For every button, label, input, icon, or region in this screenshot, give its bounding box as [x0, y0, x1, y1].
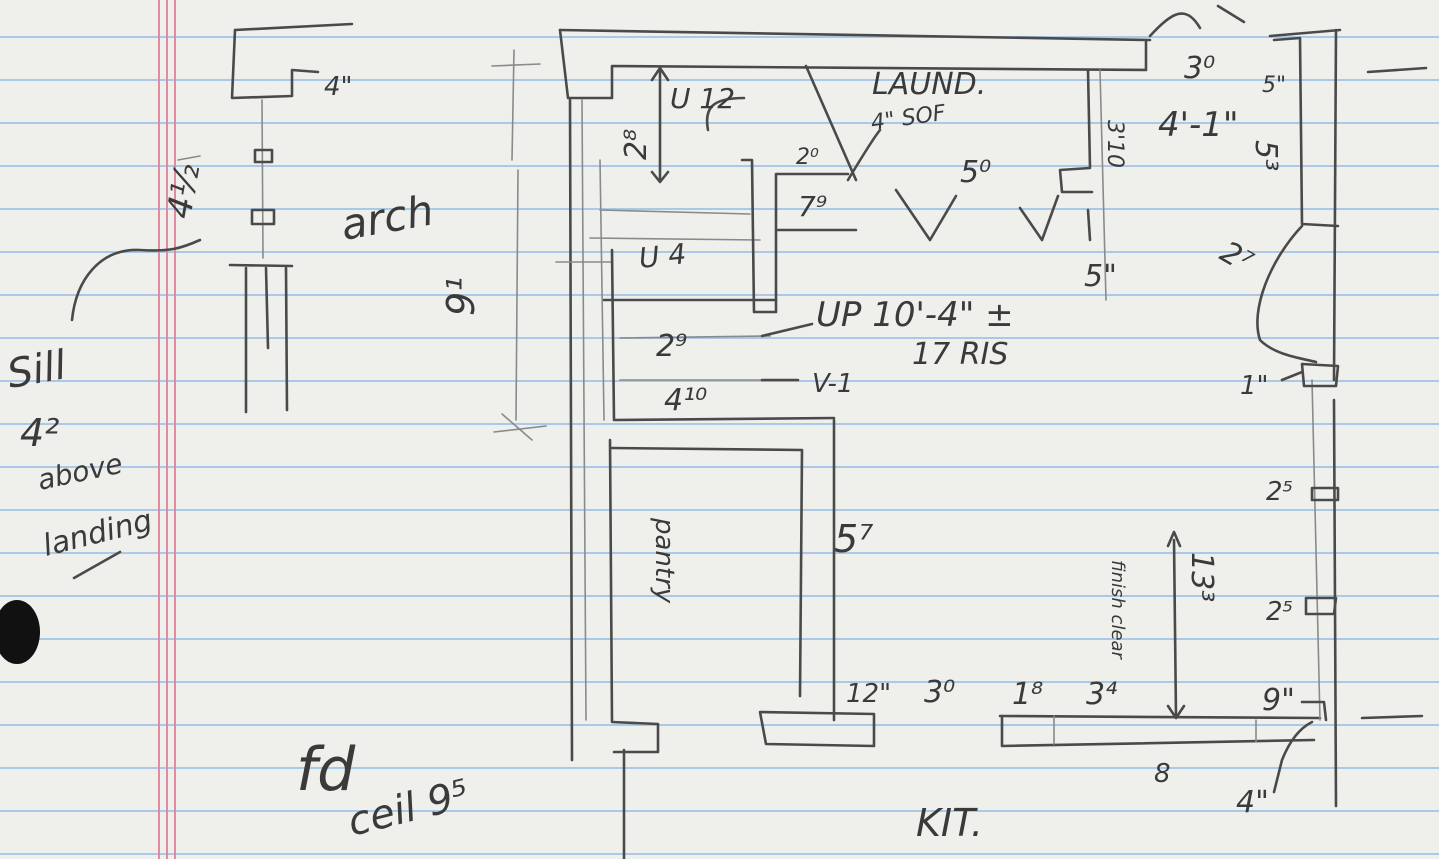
label-laund: LAUND. — [872, 67, 986, 102]
label-dim-1-8: 1⁸ — [1012, 677, 1043, 712]
label-v-1: V-1 — [812, 369, 853, 399]
label-finish-clear: finish clear — [1107, 560, 1128, 661]
label-dim-3-0-top: 3⁰ — [1184, 51, 1215, 86]
label-up-12: U 12 — [670, 82, 735, 115]
label-dim-9-1: 9¹ — [439, 277, 483, 316]
label-dim-2-7: 2⁷ — [1214, 235, 1258, 281]
label-dim-4-half: 4½ — [159, 161, 208, 222]
label-dim-2-8: 2⁸ — [619, 129, 654, 160]
label-dim-4-10: 4¹⁰ — [664, 383, 707, 418]
label-arch: arch — [337, 185, 437, 249]
label-dim-2-5-lower: 2⁵ — [1266, 597, 1293, 627]
label-fd: fd — [296, 735, 356, 805]
label-dim-3-4: 3⁴ — [1086, 677, 1117, 712]
label-dim-7-9: 7⁹ — [798, 190, 827, 223]
label-dim-2-9: 2⁹ — [656, 329, 687, 364]
label-risers-17: 17 RIS — [912, 337, 1008, 372]
label-dim-1in: 1" — [1240, 371, 1269, 401]
label-dim-5-0: 5⁰ — [960, 155, 991, 190]
label-dim-3-10: 3'10 — [1102, 120, 1127, 168]
label-dim-2-5-upper: 2⁵ — [1266, 477, 1293, 507]
label-dim-4in-top: 4" — [324, 72, 353, 102]
label-up-4: U 4 — [637, 237, 687, 275]
right-wall — [1148, 4, 1428, 808]
label-dim-9in: 9" — [1262, 683, 1295, 718]
label-dim-2-0: 2⁰ — [796, 145, 819, 170]
label-dim-5-7: 5⁷ — [834, 517, 873, 561]
label-pantry-note: pantry — [649, 517, 679, 604]
margin-line-3 — [174, 0, 176, 859]
label-ceil: ceil 9⁵ — [343, 771, 474, 845]
dimension-lines — [72, 66, 1314, 794]
walls — [491, 28, 1322, 859]
window-section-detail — [70, 22, 354, 414]
label-sill: Sill — [4, 342, 70, 398]
label-dim-4in-bottom: 4" — [1236, 785, 1269, 820]
label-landing: landing — [39, 503, 155, 564]
label-dim-4-1: 4'-1" — [1158, 105, 1239, 145]
binder-hole — [0, 600, 40, 664]
label-kit: KIT. — [916, 801, 983, 845]
label-dim-3-0-bottom: 3⁰ — [924, 675, 955, 710]
margin-line-2 — [166, 0, 168, 859]
label-up-10-4: UP 10'-4" ± — [816, 295, 1014, 335]
margin-line-1 — [158, 0, 160, 859]
label-dim-5-3: 5³ — [1248, 140, 1283, 171]
label-dim-12in: 12" — [846, 679, 891, 709]
label-dim-13-3: 13³ — [1184, 552, 1219, 602]
label-dim-5in-right: 5" — [1262, 73, 1286, 98]
label-dim-5in-bottom: 5" — [1084, 259, 1117, 294]
label-soffit: 4" SOF — [869, 101, 947, 136]
label-sill-height: 4² — [20, 411, 59, 455]
label-dim-8: 8 — [1154, 759, 1171, 789]
